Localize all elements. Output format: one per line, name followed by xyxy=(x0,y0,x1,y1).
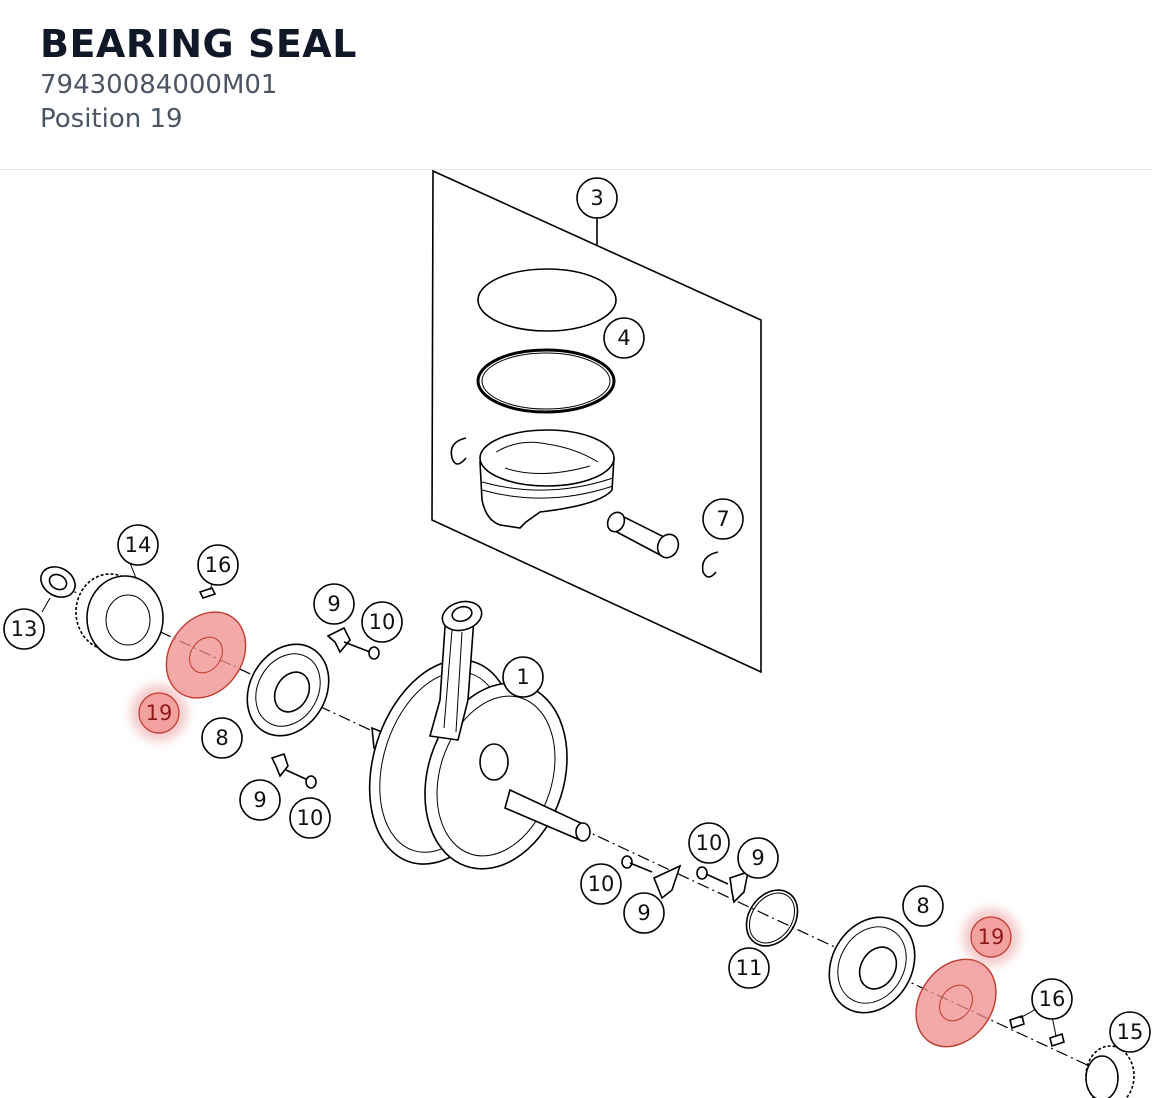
svg-text:1: 1 xyxy=(516,665,529,689)
leader-13 xyxy=(41,597,51,613)
callout-7[interactable]: 7 xyxy=(702,498,744,540)
bearing-seal-19-left xyxy=(165,611,247,699)
washer-9-upper xyxy=(326,626,351,654)
svg-text:4: 4 xyxy=(617,326,630,350)
callout-15[interactable]: 15 xyxy=(1109,1011,1151,1053)
leader-16-left xyxy=(209,583,213,591)
piston-ring-lower xyxy=(476,348,616,414)
svg-text:16: 16 xyxy=(205,553,232,577)
svg-text:10: 10 xyxy=(369,610,396,634)
connecting-rod xyxy=(428,600,483,741)
callout-19-right[interactable]: 19 xyxy=(963,909,1019,965)
bolt-10-mid-right xyxy=(696,866,729,885)
part-title: BEARING SEAL xyxy=(40,22,357,66)
washer-9-mid-right xyxy=(729,870,750,904)
svg-text:9: 9 xyxy=(327,592,340,616)
bearing-8-right xyxy=(828,916,916,1014)
callout-10-upper[interactable]: 10 xyxy=(361,601,403,643)
callout-9-upper[interactable]: 9 xyxy=(313,583,355,625)
callout-8-left[interactable]: 8 xyxy=(201,717,243,759)
piston-kit-panel xyxy=(431,169,762,674)
piston xyxy=(479,429,615,529)
svg-text:9: 9 xyxy=(751,846,764,870)
callout-11[interactable]: 11 xyxy=(728,947,770,989)
bolt-10-mid-left xyxy=(621,855,653,873)
svg-text:9: 9 xyxy=(637,901,650,925)
callout-10-lower[interactable]: 10 xyxy=(289,797,331,839)
bolt-10-lower xyxy=(285,769,317,789)
callout-9-mid-left[interactable]: 9 xyxy=(623,892,665,934)
callout-9-mid-right[interactable]: 9 xyxy=(737,837,779,879)
piston-ring-upper xyxy=(477,268,617,332)
svg-text:8: 8 xyxy=(916,894,929,918)
svg-text:7: 7 xyxy=(716,507,729,531)
svg-text:14: 14 xyxy=(125,533,152,557)
svg-text:16: 16 xyxy=(1039,987,1066,1011)
callout-8-right[interactable]: 8 xyxy=(902,885,944,927)
svg-text:3: 3 xyxy=(590,186,603,210)
callout-10-mid-left[interactable]: 10 xyxy=(580,863,622,905)
bolt-10-upper xyxy=(343,641,380,660)
svg-text:11: 11 xyxy=(736,956,763,980)
circlip-right xyxy=(701,551,719,578)
gear-14 xyxy=(75,562,164,661)
gear-15 xyxy=(1085,1045,1135,1098)
svg-text:10: 10 xyxy=(297,806,324,830)
svg-text:8: 8 xyxy=(215,726,228,750)
ring-13 xyxy=(40,566,76,598)
callout-10-mid-right[interactable]: 10 xyxy=(688,822,730,864)
svg-text:19: 19 xyxy=(978,925,1005,949)
svg-text:15: 15 xyxy=(1117,1020,1144,1044)
part-number: 79430084000M01 xyxy=(40,70,278,100)
callout-16-left[interactable]: 16 xyxy=(197,544,239,586)
callout-14[interactable]: 14 xyxy=(117,524,159,566)
svg-text:10: 10 xyxy=(696,831,723,855)
piston-pin xyxy=(606,511,680,559)
callout-16-right[interactable]: 16 xyxy=(1031,978,1073,1020)
washer-9-lower xyxy=(270,752,289,778)
bearing-seal-19-right xyxy=(915,958,997,1048)
bearing-8-left xyxy=(246,643,330,737)
header: BEARING SEAL 79430084000M01 Position 19 xyxy=(0,0,1152,170)
callout-4[interactable]: 4 xyxy=(603,317,645,359)
callout-19-left[interactable]: 19 xyxy=(131,685,187,741)
ring-11 xyxy=(745,889,799,947)
svg-text:9: 9 xyxy=(253,788,266,812)
washer-9-mid-left xyxy=(652,864,682,900)
key-16-right-b xyxy=(1049,1032,1065,1048)
svg-text:13: 13 xyxy=(11,617,38,641)
position-label: Position 19 xyxy=(40,104,183,134)
svg-text:19: 19 xyxy=(146,701,173,725)
key-16-left xyxy=(198,587,217,599)
callout-13[interactable]: 13 xyxy=(3,608,45,650)
callout-1[interactable]: 1 xyxy=(502,656,544,698)
callout-3[interactable]: 3 xyxy=(576,177,618,219)
svg-text:10: 10 xyxy=(588,872,615,896)
callout-9-lower[interactable]: 9 xyxy=(239,779,281,821)
circlip-left xyxy=(450,437,467,465)
key-16-right-a xyxy=(1009,1014,1025,1030)
